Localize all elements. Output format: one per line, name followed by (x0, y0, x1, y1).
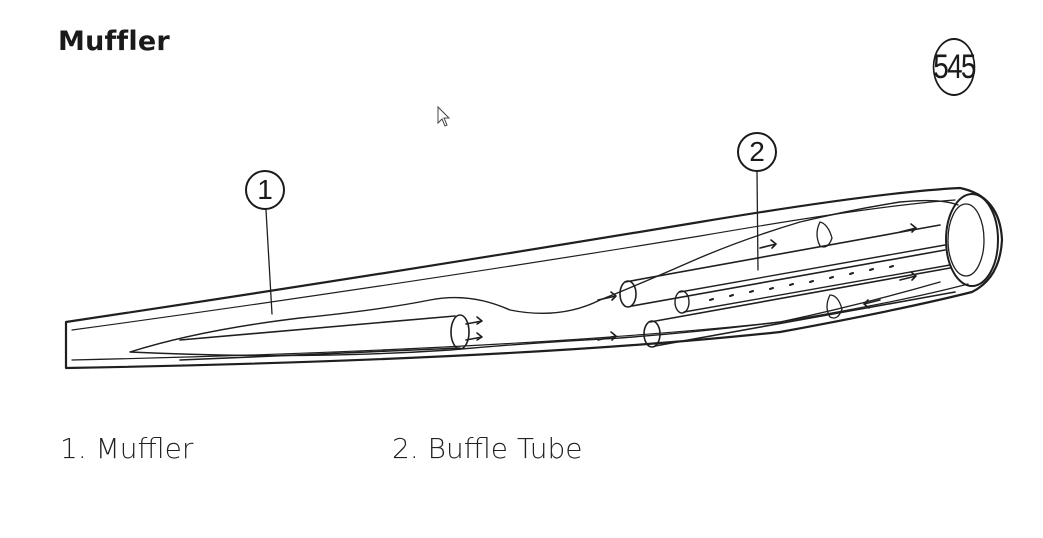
leader-line-1 (265, 209, 273, 315)
callout-2: 2 (737, 132, 777, 172)
legend-label: Buffle Tube (427, 432, 583, 465)
muffler-shell-inner-edge (71, 199, 956, 331)
muffler-shell-outline (64, 186, 1004, 370)
cutaway-edge (129, 199, 959, 357)
legend-item-muffler: 1. Muffler (60, 432, 193, 465)
leader-line-2 (756, 171, 759, 271)
legend-number: 1. (60, 432, 87, 465)
legend-label: Muffler (95, 432, 194, 465)
legend-number: 2. (392, 432, 419, 465)
figure-number-badge: 545 (932, 38, 976, 96)
page-title: Muffler (58, 26, 170, 57)
legend-item-buffle-tube: 2. Buffle Tube (392, 432, 583, 465)
baffle-tube-upper (624, 224, 946, 307)
baffle-plate (816, 221, 833, 248)
perforations (709, 265, 894, 301)
muffler-end-cap (945, 193, 999, 287)
baffle-tube-lower (649, 267, 956, 347)
flow-arrows (465, 223, 917, 341)
mouse-cursor-icon (437, 105, 451, 127)
callout-1: 1 (245, 170, 285, 210)
inlet-pipe (179, 315, 461, 361)
baffle-tube-middle (679, 244, 951, 313)
